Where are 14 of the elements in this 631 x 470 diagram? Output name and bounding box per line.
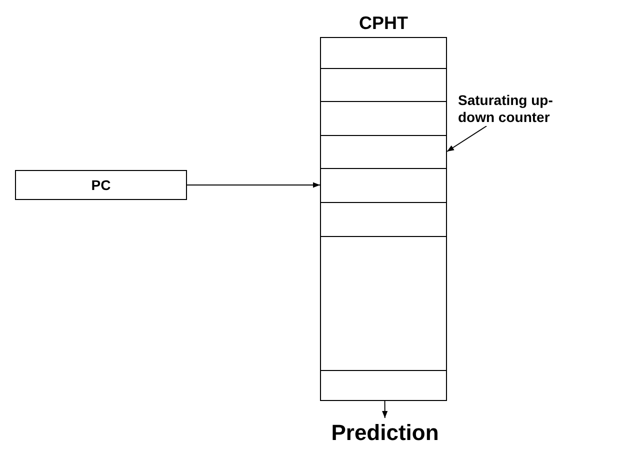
arrow (382, 400, 388, 418)
arrow (446, 126, 488, 152)
table-row (320, 202, 447, 236)
table-row (320, 101, 447, 135)
table-row (320, 168, 447, 202)
table-heading: CPHT (358, 12, 409, 35)
output-label: Prediction (330, 418, 440, 448)
arrow (186, 182, 320, 188)
register-box: PC (15, 170, 187, 200)
table-row (320, 37, 447, 68)
table-row (320, 135, 447, 168)
table-row (320, 236, 447, 370)
table-row (320, 68, 447, 101)
table-row (320, 370, 447, 401)
